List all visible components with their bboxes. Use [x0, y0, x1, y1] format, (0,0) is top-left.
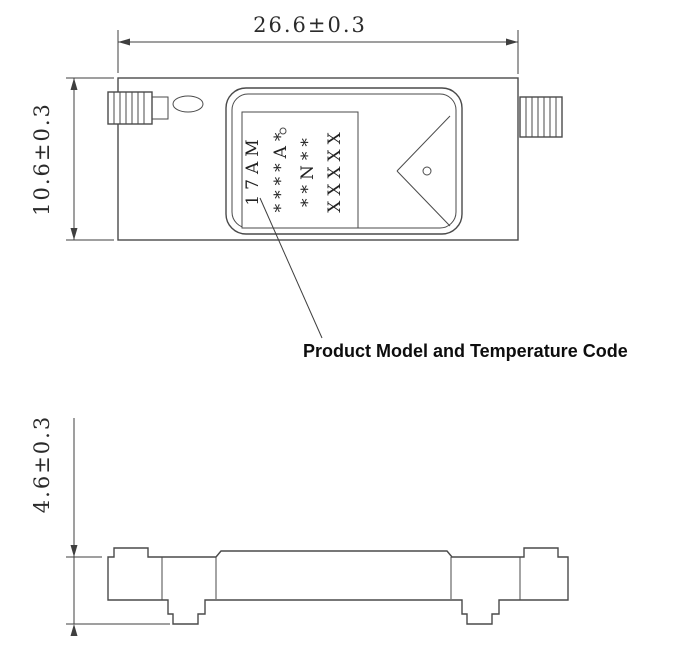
- side-view: 4.6±0.3: [30, 415, 569, 636]
- side-profile: [107, 547, 569, 625]
- annotation-text: Product Model and Temperature Code: [303, 341, 628, 361]
- rivet-hole: [422, 166, 432, 176]
- top-view: 26.6±0.3 10.6±0.3: [30, 13, 628, 361]
- leader-line: [259, 197, 323, 339]
- arrowhead-bottom: [70, 228, 78, 240]
- arrowhead-top: [70, 545, 78, 557]
- arrowhead-top: [70, 78, 78, 90]
- arrowhead-bottom: [70, 624, 78, 636]
- right-terminal: [519, 96, 563, 138]
- cover-facet-line: [396, 115, 451, 172]
- label-column-code-3: XXXXX: [325, 127, 345, 213]
- arrowhead-left: [118, 38, 130, 46]
- width-dimension-text: 26.6±0.3: [253, 13, 367, 37]
- label-area: [241, 111, 359, 229]
- label-column-code-1: ****A*: [271, 128, 291, 213]
- component-body: [117, 77, 519, 241]
- side-height-dimension-text: 4.6±0.3: [30, 415, 54, 513]
- arrowhead-right: [506, 38, 518, 46]
- label-column-code-2: **N**: [298, 133, 318, 207]
- cover-outer: [225, 87, 463, 235]
- height-dimension: 10.6±0.3: [30, 77, 114, 241]
- marking-label: 17AM ****A* **N** XXXXX: [241, 111, 359, 229]
- terminal-block: [519, 96, 563, 138]
- height-dimension-text: 10.6±0.3: [30, 102, 54, 216]
- width-dimension: 26.6±0.3: [117, 13, 519, 74]
- annotation-callout: Product Model and Temperature Code: [259, 197, 628, 361]
- terminal-block: [107, 91, 153, 125]
- cover-facet-line: [396, 170, 451, 227]
- left-terminal: [107, 91, 169, 125]
- side-height-dimension: 4.6±0.3: [30, 415, 170, 636]
- rivet-hole: [279, 127, 287, 135]
- terminal-neck: [151, 96, 169, 120]
- oval-slot: [172, 95, 204, 113]
- label-column-model: 17AM: [243, 134, 263, 205]
